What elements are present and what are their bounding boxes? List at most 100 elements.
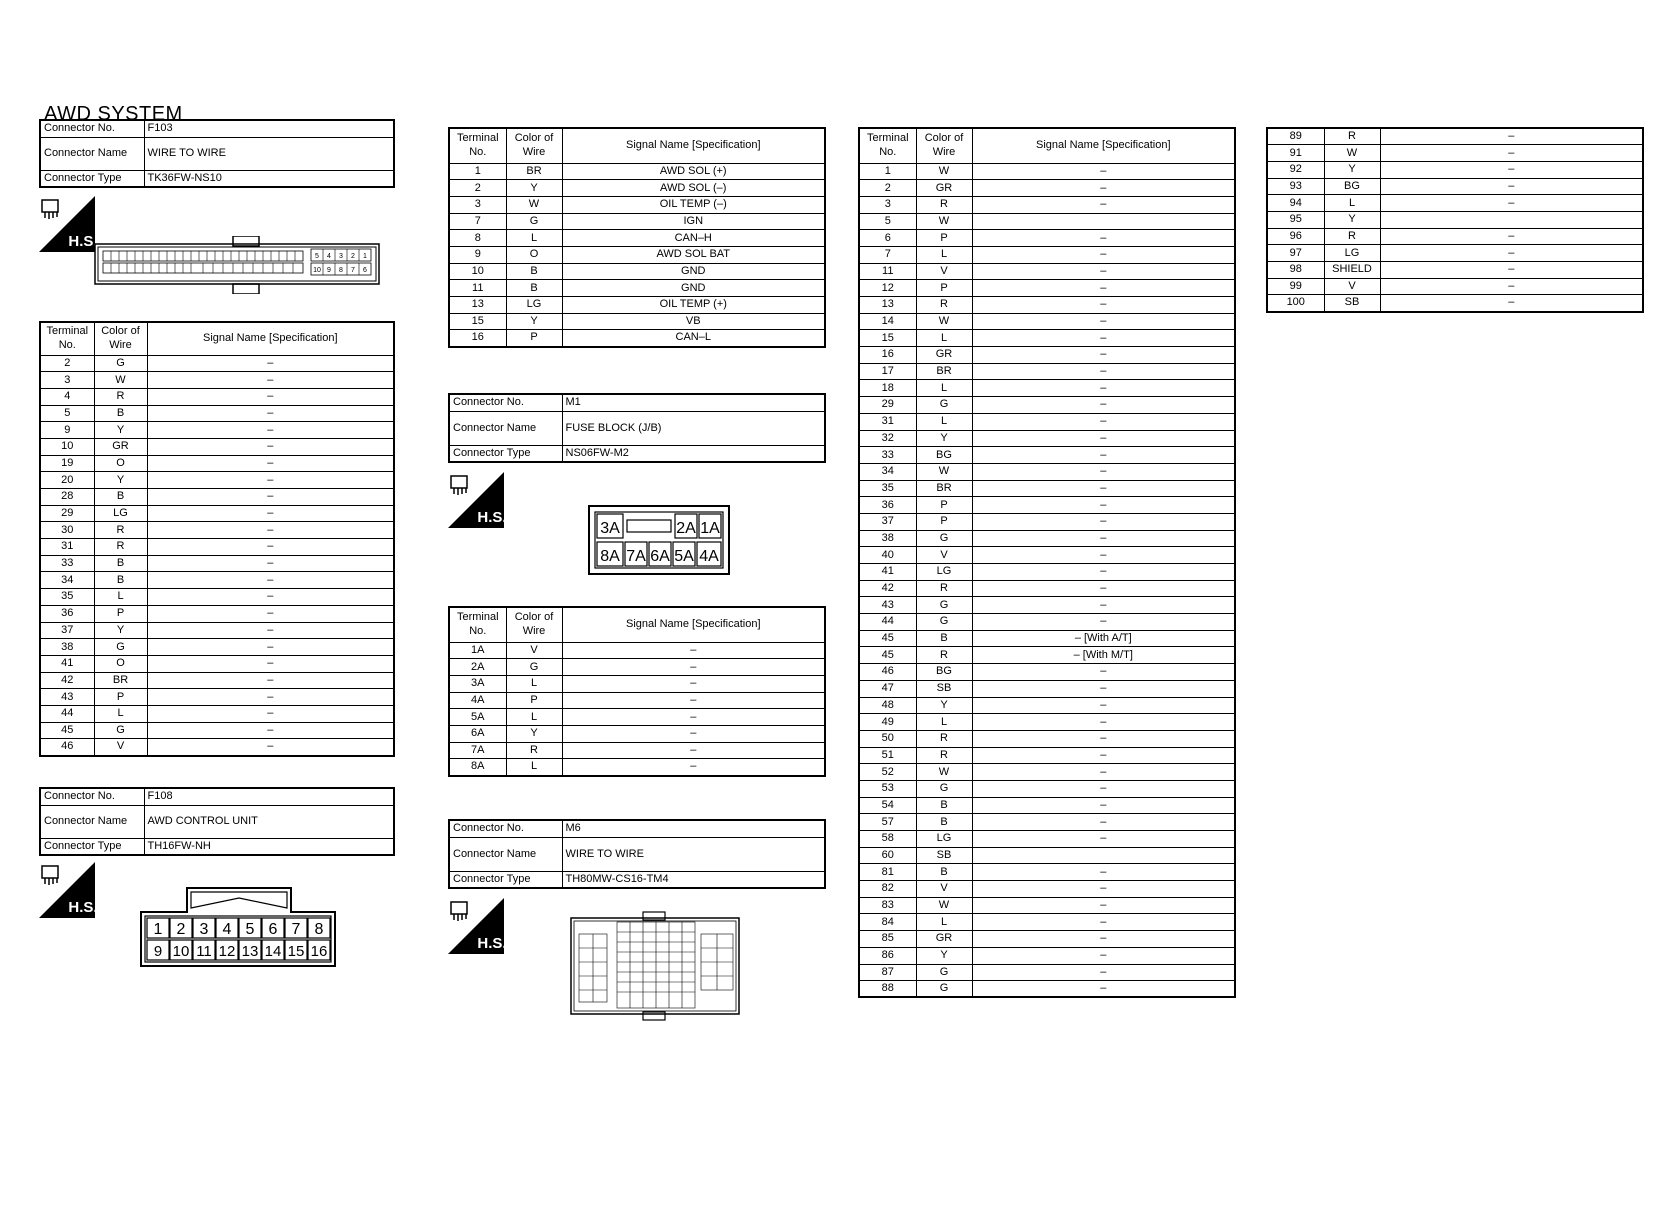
- f103-pin-9: 9: [327, 267, 331, 274]
- wire-color-cell: L: [1323, 194, 1381, 212]
- m1-no: M1: [561, 393, 826, 412]
- harness-side-icon: H.S.: [39, 196, 95, 252]
- m1-connector-face: 3A 2A 1A 8A 7A 6A 5A 4A: [588, 505, 730, 575]
- terminal-no-cell: 33: [858, 446, 917, 464]
- wire-color-cell: R: [1323, 127, 1381, 146]
- wire-color-cell: W: [915, 162, 973, 181]
- signal-name-cell: –: [971, 696, 1236, 715]
- m6-no: M6: [561, 819, 826, 838]
- wire-color-cell: V: [505, 641, 563, 660]
- terminal-no-cell: 97: [1266, 244, 1325, 262]
- signal-name-cell: –: [971, 596, 1236, 615]
- signal-name-cell: –: [146, 654, 395, 673]
- f108-pin-7: 7: [292, 921, 301, 938]
- signal-name-cell: – [With M/T]: [971, 646, 1236, 665]
- signal-name-cell: –: [971, 296, 1236, 314]
- wire-color-cell: L: [915, 412, 973, 431]
- wire-color-cell: L: [93, 588, 148, 606]
- f103-type: TK36FW-NS10: [143, 169, 395, 188]
- wire-color-cell: BG: [915, 663, 973, 681]
- terminal-no-cell: 82: [858, 880, 917, 898]
- terminal-no-cell: 8A: [448, 758, 507, 776]
- terminal-no-cell: 53: [858, 779, 917, 798]
- terminal-no-cell: 88: [858, 980, 917, 998]
- label-connector-type: Connector Type: [448, 444, 563, 463]
- signal-name-cell: –: [971, 913, 1236, 932]
- wire-color-cell: Y: [93, 621, 148, 640]
- signal-name-cell: –: [1379, 177, 1644, 196]
- col-color-of-wire: Color of Wire: [505, 127, 563, 164]
- terminal-no-cell: 94: [1266, 194, 1325, 212]
- wire-color-cell: W: [1323, 144, 1381, 162]
- f108-pin-10: 10: [173, 943, 190, 960]
- wire-color-cell: L: [915, 329, 973, 348]
- terminal-no-cell: 96: [1266, 227, 1325, 246]
- terminal-no-cell: 35: [858, 479, 917, 498]
- terminal-no-cell: 3: [448, 195, 507, 214]
- signal-name-cell: –: [146, 521, 395, 540]
- wire-color-cell: W: [915, 462, 973, 481]
- terminal-no-cell: 16: [448, 329, 507, 348]
- terminal-no-cell: 8: [448, 229, 507, 247]
- signal-name-cell: –: [971, 379, 1236, 398]
- terminal-no-cell: 45: [858, 629, 917, 648]
- terminal-no-cell: 6A: [448, 724, 507, 743]
- signal-name-cell: –: [146, 588, 395, 606]
- f108-pin-3: 3: [200, 921, 209, 938]
- terminal-no-cell: 41: [39, 654, 95, 673]
- terminal-no-cell: 15: [858, 329, 917, 348]
- wire-color-cell: B: [505, 262, 563, 281]
- terminal-no-cell: 58: [858, 830, 917, 848]
- wire-color-cell: GR: [915, 930, 973, 948]
- signal-name-cell: –: [971, 963, 1236, 982]
- signal-name-cell: –: [971, 312, 1236, 331]
- m1-pin-8a: 8A: [600, 548, 620, 565]
- terminal-no-cell: 95: [1266, 210, 1325, 229]
- terminal-no-cell: 30: [39, 521, 95, 540]
- signal-name-cell: –: [146, 638, 395, 656]
- f103-terminal-table: Terminal No. Color of Wire Signal Name […: [39, 321, 395, 757]
- wire-color-cell: GR: [93, 437, 148, 456]
- m1-pin-7a: 7A: [626, 548, 646, 565]
- signal-name-cell: [971, 212, 1236, 231]
- wire-color-cell: R: [915, 296, 973, 314]
- label-connector-no: Connector No.: [448, 393, 563, 412]
- signal-name-cell: –: [146, 421, 395, 439]
- wire-color-cell: W: [505, 195, 563, 214]
- col-color-of-wire: Color of Wire: [505, 606, 563, 643]
- terminal-no-cell: 100: [1266, 294, 1325, 313]
- f108-no: F108: [143, 787, 395, 806]
- f108-name: AWD CONTROL UNIT: [143, 804, 395, 839]
- f103-pin-6: 6: [363, 267, 367, 274]
- wire-color-cell: B: [93, 488, 148, 506]
- signal-name-cell: –: [971, 779, 1236, 798]
- signal-name-cell: –: [146, 554, 395, 573]
- label-connector-no: Connector No.: [39, 119, 145, 138]
